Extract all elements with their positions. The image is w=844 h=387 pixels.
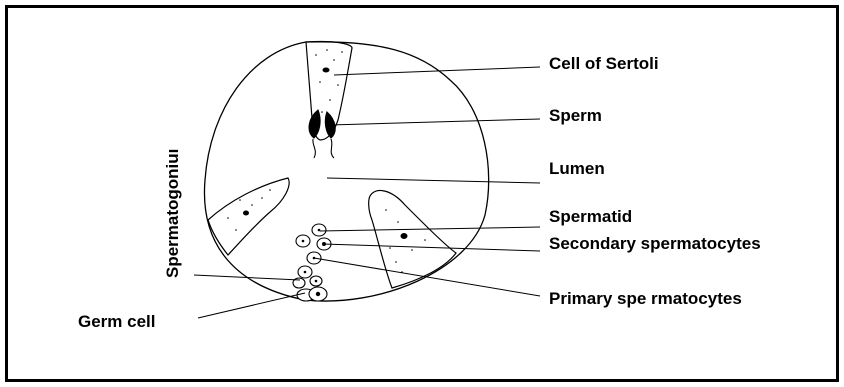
sertoli-stipple-top	[315, 49, 343, 113]
leader-secondary-spermatocytes	[323, 244, 540, 251]
sertoli-stipple-right	[385, 209, 426, 273]
label-spermatogonium: Spermatogoniuı	[164, 149, 181, 278]
label-sperm: Sperm	[549, 107, 602, 124]
sertoli-nucleus-left	[243, 211, 249, 216]
sertoli-nucleus-top	[323, 68, 330, 73]
sperm	[309, 110, 335, 158]
sertoli-cell-right	[369, 190, 456, 288]
sertoli-nucleus-right	[401, 233, 408, 239]
label-cell-of-sertoli: Cell of Sertoli	[549, 55, 659, 72]
label-primary-spermatocytes: Primary spe rmatocytes	[549, 290, 742, 307]
sertoli-cell-left	[208, 178, 289, 255]
leader-primary-spermatocytes	[314, 258, 540, 296]
label-secondary-spermatocytes: Secondary spermatocytes	[549, 235, 761, 252]
leader-spermatogonium	[194, 275, 300, 280]
label-spermatid: Spermatid	[549, 208, 632, 225]
leader-lumen	[327, 178, 540, 183]
leader-sperm	[330, 119, 540, 125]
leader-germ-cell	[198, 293, 305, 318]
sertoli-stipple-left	[227, 189, 271, 231]
label-lumen: Lumen	[549, 160, 605, 177]
leader-cell-of-sertoli	[334, 67, 540, 75]
label-germ-cell: Germ cell	[78, 313, 156, 330]
cell-cluster	[293, 224, 331, 301]
